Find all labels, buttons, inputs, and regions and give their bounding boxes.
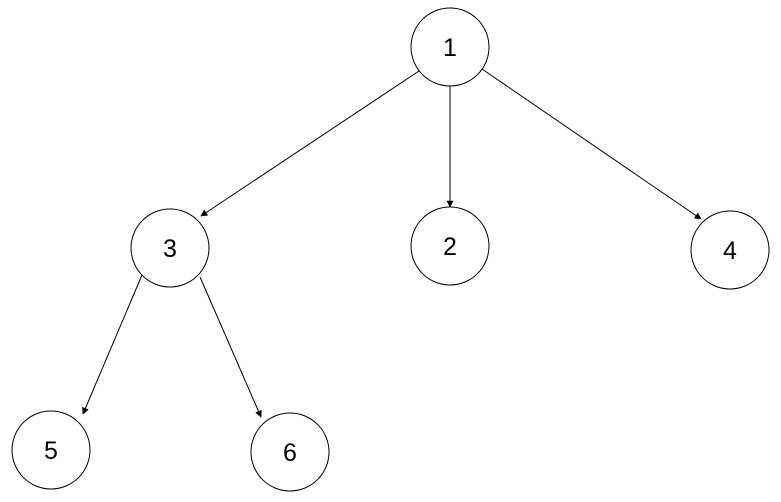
- graph-edge: [199, 276, 262, 418]
- node-label-6: 6: [283, 439, 297, 467]
- graph-node-6[interactable]: 6: [250, 412, 330, 492]
- graph-node-4[interactable]: 4: [690, 210, 770, 290]
- node-circle-5[interactable]: [11, 410, 91, 490]
- node-circle-6[interactable]: [250, 412, 330, 492]
- graph-edge: [200, 70, 420, 217]
- node-circle-4[interactable]: [690, 210, 770, 290]
- node-label-1: 1: [443, 34, 457, 62]
- graph-node-2[interactable]: 2: [410, 206, 490, 286]
- graph-edge: [481, 68, 702, 220]
- graph-node-5[interactable]: 5: [11, 410, 91, 490]
- graph-node-1[interactable]: 1: [410, 7, 490, 87]
- nodes-layer: 1 2 3 4 5 6: [11, 7, 770, 492]
- graph-edge: [82, 274, 143, 415]
- node-label-5: 5: [44, 437, 58, 465]
- node-circle-1[interactable]: [410, 7, 490, 87]
- edges-layer: [82, 68, 702, 418]
- node-circle-2[interactable]: [410, 206, 490, 286]
- node-label-3: 3: [163, 235, 177, 263]
- node-circle-3[interactable]: [130, 208, 210, 288]
- node-label-4: 4: [723, 237, 737, 265]
- graph-node-3[interactable]: 3: [130, 208, 210, 288]
- node-label-2: 2: [443, 233, 457, 261]
